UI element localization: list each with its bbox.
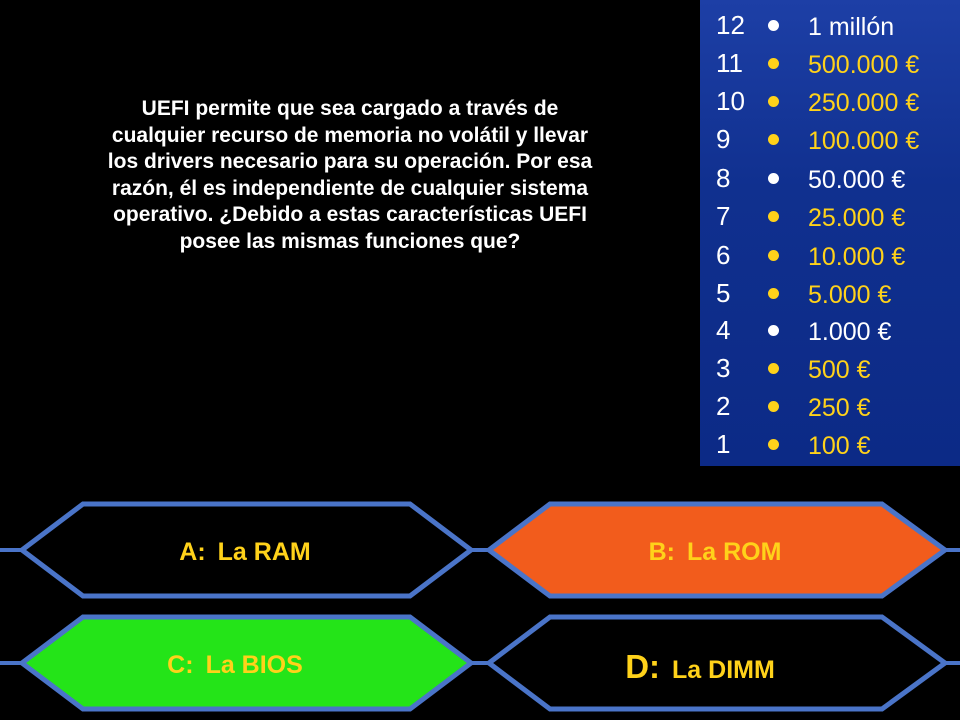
ladder-prize: 1 millón	[808, 13, 895, 41]
prize-ladder: 12 1 millón 11 500.000 € 10 250.000 € 9 …	[700, 0, 960, 466]
ladder-dot-icon	[768, 250, 779, 261]
ladder-row-1: 1 100 €	[700, 425, 960, 463]
answer-b-frame[interactable]	[484, 501, 950, 599]
ladder-level: 9	[716, 124, 731, 154]
ladder-row-7: 7 25.000 €	[700, 197, 960, 235]
ladder-dot-icon	[768, 288, 779, 299]
ladder-prize: 500.000 €	[808, 51, 920, 79]
ladder-row-8: 8 50.000 €	[700, 159, 960, 197]
ladder-dot-icon	[768, 401, 779, 412]
ladder-prize: 25.000 €	[808, 204, 906, 232]
ladder-row-4: 4 1.000 €	[700, 311, 960, 349]
ladder-dot-icon	[768, 20, 779, 31]
question-line: los drivers necesario para su operación.…	[107, 150, 593, 173]
ladder-dot-icon	[768, 363, 779, 374]
ladder-dot-icon	[768, 134, 779, 145]
question-line: operativo. ¿Debido a estas característic…	[113, 203, 587, 226]
ladder-level: 5	[716, 278, 731, 308]
answer-b-text: La ROM	[686, 538, 782, 566]
question-line: UEFI permite que sea cargado a través de	[141, 97, 559, 120]
answer-c-letter: C:	[167, 651, 194, 679]
ladder-prize: 100.000 €	[808, 127, 920, 155]
ladder-dot-icon	[768, 96, 779, 107]
ladder-row-12: 12 1 millón	[700, 6, 960, 44]
answer-d-letter: D:	[625, 648, 661, 685]
ladder-prize: 10.000 €	[808, 243, 906, 271]
ladder-dot-icon	[768, 58, 779, 69]
ladder-prize: 250.000 €	[808, 89, 920, 117]
ladder-level: 2	[716, 391, 731, 421]
ladder-row-6: 6 10.000 €	[700, 236, 960, 274]
ladder-level: 11	[716, 48, 743, 78]
answer-c-text: La BIOS	[205, 651, 303, 679]
ladder-row-10: 10 250.000 €	[700, 82, 960, 120]
answer-a-label[interactable]: A: La RAM	[140, 537, 350, 567]
ladder-row-2: 2 250 €	[700, 387, 960, 425]
question-line: posee las mismas funciones que?	[179, 229, 521, 253]
question-text: UEFI permite que sea cargado a través de…	[40, 96, 660, 255]
ladder-dot-icon	[768, 439, 779, 450]
ladder-prize: 250 €	[808, 394, 871, 422]
ladder-level: 4	[716, 315, 731, 345]
ladder-row-11: 11 500.000 €	[700, 44, 960, 82]
answer-d-text: La DIMM	[672, 656, 775, 684]
answer-b-letter: B:	[648, 538, 675, 566]
answer-c-label[interactable]: C: La BIOS	[125, 650, 345, 680]
answer-a-letter: A:	[179, 538, 206, 566]
ladder-dot-icon	[768, 173, 779, 184]
answer-d-label[interactable]: D: La DIMM	[585, 650, 815, 685]
answer-d-frame[interactable]	[484, 614, 950, 712]
ladder-level: 10	[716, 86, 745, 116]
ladder-level: 12	[716, 10, 745, 40]
ladder-dot-icon	[768, 211, 779, 222]
ladder-prize: 1.000 €	[808, 318, 892, 346]
ladder-prize: 100 €	[808, 432, 871, 460]
ladder-level: 8	[716, 163, 731, 193]
ladder-row-5: 5 5.000 €	[700, 274, 960, 312]
ladder-prize: 50.000 €	[808, 166, 906, 194]
answer-b-label[interactable]: B: La ROM	[610, 537, 820, 567]
ladder-level: 3	[716, 353, 731, 383]
ladder-prize: 500 €	[808, 356, 871, 384]
ladder-row-9: 9 100.000 €	[700, 120, 960, 158]
question-line: razón, él es independiente de cualquier …	[111, 176, 589, 200]
answer-a-text: La RAM	[217, 538, 311, 566]
ladder-prize: 5.000 €	[808, 281, 892, 309]
question-line: cualquier recurso de memoria no volátil …	[111, 123, 589, 147]
ladder-level: 7	[716, 201, 731, 231]
answer-a-frame[interactable]	[17, 501, 476, 599]
ladder-level: 6	[716, 240, 731, 270]
answer-c-frame[interactable]	[17, 614, 476, 712]
ladder-dot-icon	[768, 325, 779, 336]
ladder-row-3: 3 500 €	[700, 349, 960, 387]
ladder-level: 1	[716, 429, 731, 459]
